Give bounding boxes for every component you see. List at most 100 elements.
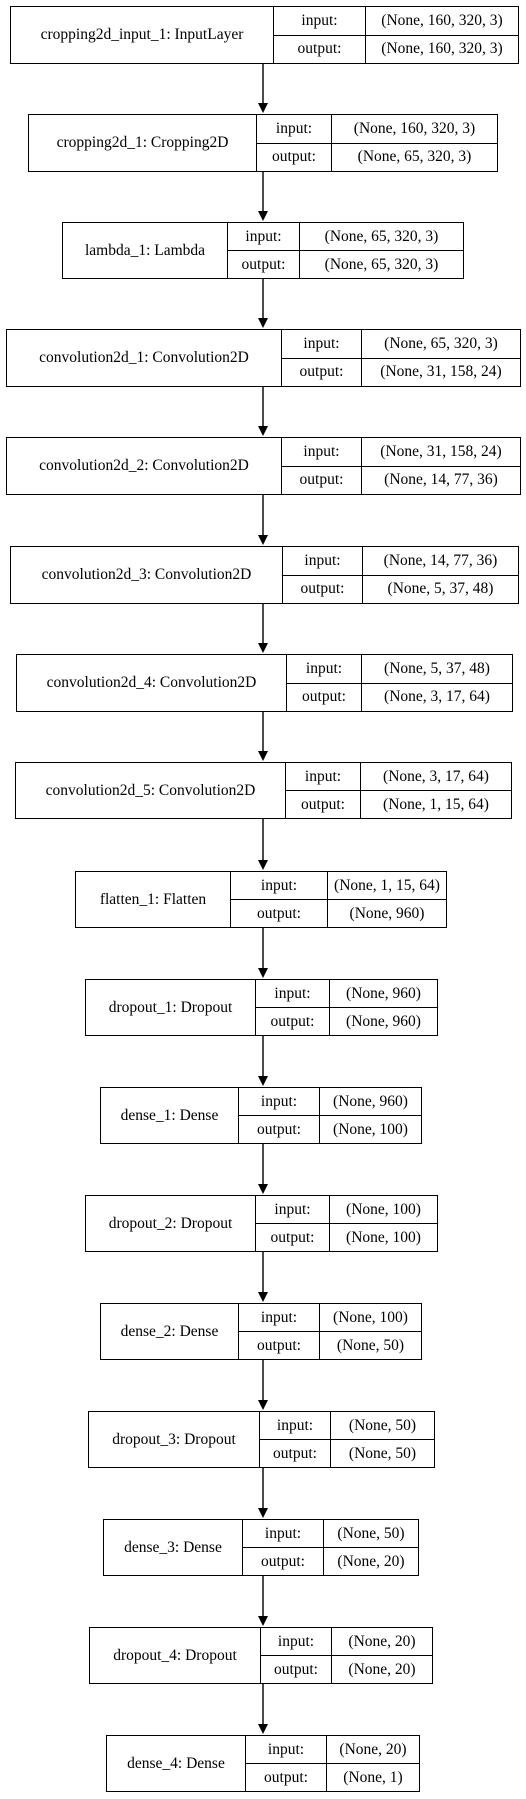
layer-name: convolution2d_2: Convolution2D [7,438,282,494]
input-port-label: input: [256,1196,329,1224]
input-shape: (None, 960) [330,980,437,1008]
input-shape: (None, 1, 15, 64) [328,872,446,900]
layer-name: dropout_1: Dropout [86,980,256,1035]
layer-name: convolution2d_4: Convolution2D [17,655,287,711]
output-shape: (None, 65, 320, 3) [357,148,472,166]
port-labels: input:output: [287,655,362,711]
arrowhead [258,1508,268,1518]
tensor-shapes: (None, 100)(None, 50) [320,1304,421,1359]
tensor-shapes: (None, 65, 320, 3)(None, 65, 320, 3) [300,223,463,278]
arrowhead [258,643,268,653]
tensor-shapes: (None, 50)(None, 50) [331,1412,434,1467]
input-port-label: input: [231,872,327,900]
layer-name: convolution2d_5: Convolution2D [16,763,286,818]
layer-name: lambda_1: Lambda [63,223,228,278]
output-shape: (None, 1, 15, 64) [383,795,489,813]
output-shape: (None, 65, 320, 3) [324,255,439,273]
input-shape: (None, 65, 320, 3) [362,330,520,359]
output-shape: (None, 960) [349,904,425,922]
output-shape: (None, 20) [348,1660,416,1678]
input-port-label: input: [239,1304,319,1332]
layer-name: dense_1: Dense [101,1088,239,1143]
port-labels: input:output: [228,223,300,278]
output-port-label: output: [261,1552,305,1570]
input-port-label: input: [283,547,362,576]
layer-name: dropout_4: Dropout [90,1628,261,1683]
tensor-shapes: (None, 960) (None, 100) [320,1088,421,1143]
output-port-label: output: [257,1120,301,1138]
layer-name: dropout_3: Dropout [89,1412,260,1467]
port-labels: input: output: [256,980,330,1035]
arrowhead [258,318,268,328]
arrowhead [258,968,268,978]
input-shape: (None, 3, 17, 64) [361,763,511,791]
port-labels: input:output: [274,7,366,63]
output-shape: (None, 3, 17, 64) [384,688,490,706]
output-shape: (None, 1) [343,1768,403,1786]
input-shape: (None, 20) [327,1736,419,1764]
output-port-label: output: [264,1768,308,1786]
port-labels: input:output: [257,115,332,171]
input-port-label: input: [286,763,360,791]
port-labels: input:output: [256,1196,330,1251]
output-shape: (None, 160, 320, 3) [381,40,503,58]
layer-name: dense_4: Dense [107,1736,246,1791]
arrowhead [258,1724,268,1734]
arrowhead [258,426,268,436]
tensor-shapes: (None, 5, 37, 48) (None, 3, 17, 64) [362,655,512,711]
arrowhead [258,211,268,221]
input-shape: (None, 20) [332,1628,432,1656]
input-shape: (None, 50) [324,1520,418,1548]
input-shape: (None, 14, 77, 36) [363,547,518,576]
arrowhead [258,751,268,761]
input-port-label: input: [243,1520,323,1548]
layer-name: dropout_2: Dropout [86,1196,256,1251]
layer-name: convolution2d_1: Convolution2D [7,330,282,386]
tensor-shapes: (None, 20) (None, 20) [332,1628,432,1683]
layer-name: flatten_1: Flatten [76,872,231,927]
input-shape: (None, 31, 158, 24) [362,438,520,467]
output-port-label: output: [257,904,301,922]
port-labels: input:output: [246,1736,327,1791]
output-shape: (None, 20) [337,1552,405,1570]
arrowhead [258,1076,268,1086]
tensor-shapes: (None, 3, 17, 64) (None, 1, 15, 64) [361,763,511,818]
output-shape: (None, 5, 37, 48) [387,580,494,598]
tensor-shapes: (None, 50) (None, 20) [324,1520,418,1575]
arrowhead [258,103,268,113]
output-port-label: output: [241,255,286,273]
tensor-shapes: (None, 100)(None, 100) [330,1196,437,1251]
input-port-label: input: [239,1088,319,1116]
input-port-label: input: [274,7,365,36]
output-port-label: output: [270,1012,315,1030]
output-shape: (None, 100) [346,1228,421,1246]
tensor-shapes: (None, 160, 320, 3) (None, 65, 320, 3) [332,115,497,171]
output-port-label: output: [301,795,345,813]
input-shape: (None, 5, 37, 48) [362,655,512,684]
output-port-label: output: [274,1660,318,1678]
tensor-shapes: (None, 160, 320, 3)(None, 160, 320, 3) [366,7,518,63]
arrowhead [258,535,268,545]
layer-name: cropping2d_input_1: InputLayer [11,7,274,63]
input-shape: (None, 960) [320,1088,421,1116]
output-shape: (None, 100) [333,1120,408,1138]
output-port-label: output: [299,471,344,489]
output-shape: (None, 31, 158, 24) [380,363,502,381]
input-port-label: input: [256,980,329,1008]
arrowhead [258,860,268,870]
port-labels: input: output: [243,1520,324,1575]
layer-name: dense_3: Dense [104,1520,243,1575]
input-shape: (None, 160, 320, 3) [332,115,497,144]
output-shape: (None, 14, 77, 36) [384,471,498,489]
